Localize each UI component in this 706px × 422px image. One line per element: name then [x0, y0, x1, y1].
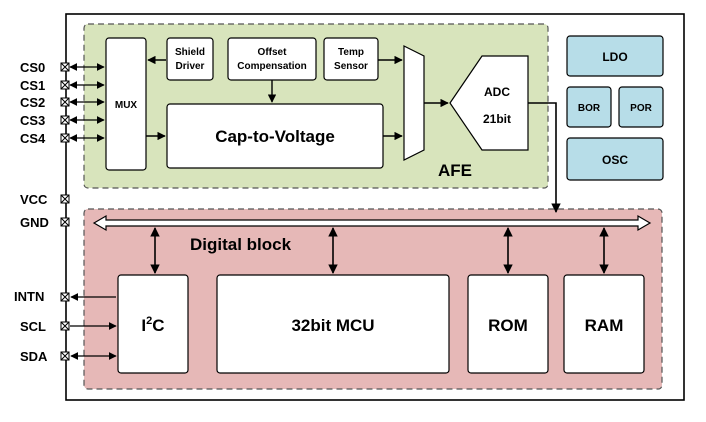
rom-block	[467, 274, 549, 374]
pin-label-cs3: CS3	[20, 113, 45, 128]
afe-label: AFE	[438, 161, 472, 180]
pin-pad-scl	[60, 321, 70, 331]
pin-pads	[60, 62, 70, 361]
cap-to-voltage-label: Cap-to-Voltage	[215, 127, 335, 146]
adc-to-bus-arrow	[528, 102, 561, 213]
pin-label-cs2: CS2	[20, 95, 45, 110]
adc-label-2: 21bit	[483, 112, 511, 126]
pin-pad-cs3	[60, 115, 70, 125]
mux-label: MUX	[115, 100, 138, 111]
mux-block	[105, 37, 147, 171]
shield-driver-block	[166, 37, 214, 81]
temp-sensor-label-1: Temp	[338, 47, 364, 58]
bor-block	[566, 86, 612, 128]
pin-pad-vcc	[60, 194, 70, 204]
offset-comp-label-1: Offset	[258, 47, 288, 58]
ldo-label: LDO	[602, 50, 627, 64]
pin-label-cs1: CS1	[20, 78, 45, 93]
por-label: POR	[630, 103, 652, 114]
temp-sensor-label-2: Sensor	[334, 61, 368, 72]
i2c-block	[117, 274, 189, 374]
pin-pad-sda	[60, 351, 70, 361]
pin-label-cs4: CS4	[20, 131, 46, 146]
digital-label: Digital block	[190, 235, 292, 254]
pin-pad-cs1	[60, 80, 70, 90]
pin-pad-intn	[60, 292, 70, 302]
mcu-block	[216, 274, 450, 374]
osc-block	[566, 137, 664, 181]
pin-pad-cs4	[60, 133, 70, 143]
pin-label-scl: SCL	[20, 319, 46, 334]
pin-label-vcc: VCC	[20, 192, 48, 207]
pin-label-cs0: CS0	[20, 60, 45, 75]
analog-mux-trapezoid	[403, 45, 425, 161]
por-block	[618, 86, 664, 128]
osc-label: OSC	[602, 153, 628, 167]
ram-label: RAM	[585, 316, 624, 335]
ram-block	[563, 274, 645, 374]
pin-label-sda: SDA	[20, 349, 48, 364]
rom-label: ROM	[488, 316, 528, 335]
offset-comp-block	[227, 37, 317, 81]
pin-pad-cs0	[60, 62, 70, 72]
i2c-label: I2C	[141, 315, 164, 335]
ldo-block	[566, 35, 664, 77]
pin-label-intn: INTN	[14, 289, 44, 304]
temp-sensor-block	[323, 37, 379, 81]
adc-label-1: ADC	[484, 85, 510, 99]
offset-comp-label-2: Compensation	[237, 61, 306, 72]
pin-pad-cs2	[60, 97, 70, 107]
digital-bus-arrow	[92, 214, 652, 232]
pin-pad-gnd	[60, 217, 70, 227]
mcu-label: 32bit MCU	[291, 316, 374, 335]
shield-driver-label-1: Shield	[175, 47, 205, 58]
bor-label: BOR	[578, 103, 601, 114]
shield-driver-label-2: Driver	[176, 61, 205, 72]
pin-label-gnd: GND	[20, 215, 49, 230]
